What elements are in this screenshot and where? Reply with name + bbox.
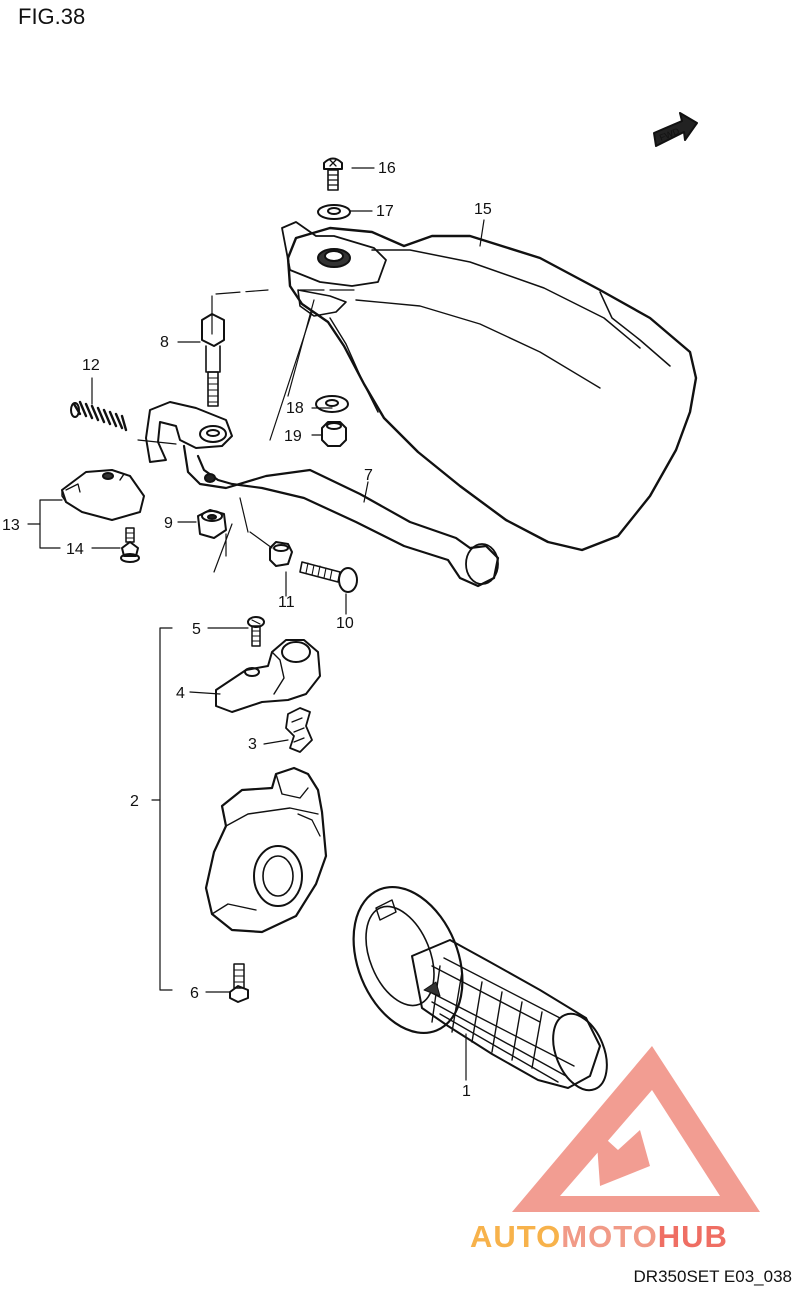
fwd-arrow-icon: FWD — [653, 112, 698, 147]
part-label-5: 5 — [192, 621, 201, 638]
pivot-bolt-part — [201, 313, 225, 407]
spring-part — [70, 400, 128, 432]
part-label-4: 4 — [176, 685, 185, 702]
grip-part — [352, 885, 608, 1092]
part-label-12: 12 — [82, 357, 100, 374]
washer-18-part — [315, 395, 349, 413]
washer-17-part — [317, 204, 351, 220]
part-label-9: 9 — [164, 515, 173, 532]
part-label-8: 8 — [160, 334, 169, 351]
lever-holder-part — [204, 766, 328, 934]
figure-title: FIG.38 — [18, 4, 86, 29]
screw-14-part — [120, 527, 140, 563]
watermark-brand: AUTOMOTOHUB — [470, 1219, 728, 1255]
nut-19-part — [321, 421, 347, 447]
brand-moto: MOTO — [561, 1219, 658, 1254]
part-label-16: 16 — [378, 160, 396, 177]
part-label-14: 14 — [66, 541, 84, 558]
part-label-18: 18 — [286, 400, 304, 417]
hand-guard-part — [281, 221, 698, 552]
adjuster-bolt-part — [299, 561, 358, 593]
clip-part — [285, 707, 313, 753]
figure-code: DR350SET E03_038 — [633, 1267, 792, 1286]
part-label-6: 6 — [190, 985, 199, 1002]
brand-auto: AUTO — [470, 1219, 562, 1254]
part-label-7: 7 — [364, 467, 373, 484]
brand-hub: HUB — [657, 1219, 728, 1254]
nut-11-part — [269, 541, 293, 567]
part-label-3: 3 — [248, 736, 257, 753]
part-label-19: 19 — [284, 428, 302, 445]
watermark-logo — [512, 1046, 760, 1212]
part-label-10: 10 — [336, 615, 354, 632]
bolt-6-part — [229, 963, 249, 1003]
part-label-1: 1 — [462, 1083, 471, 1100]
switch-part — [61, 469, 145, 521]
part-label-13: 13 — [2, 517, 20, 534]
holder-clamp-part — [215, 639, 321, 713]
part-label-11: 11 — [278, 594, 295, 611]
screw-5-part — [247, 616, 265, 647]
clutch-lever-part — [145, 401, 500, 588]
part-label-17: 17 — [376, 203, 394, 220]
part-label-2: 2 — [130, 793, 139, 810]
leader-lines — [27, 167, 485, 1081]
screw-16-part — [323, 157, 343, 191]
nut-9-part — [197, 509, 227, 539]
part-label-15: 15 — [474, 201, 492, 218]
